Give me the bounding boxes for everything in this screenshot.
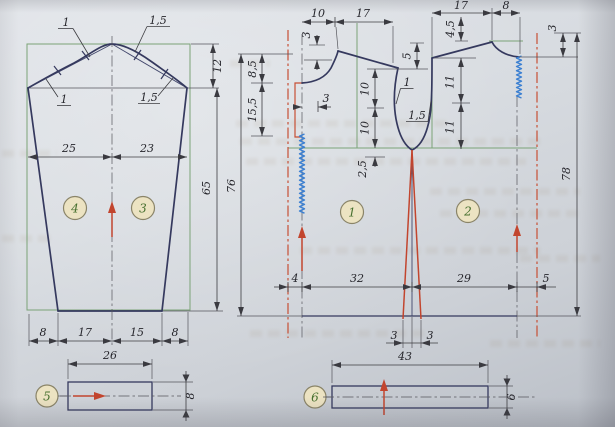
dim-label: 26	[102, 349, 117, 362]
grain-arrowhead	[94, 392, 106, 400]
dim-label: 6	[505, 394, 518, 401]
callout-label: 1,5	[149, 14, 167, 27]
dim-label: 2,5	[356, 160, 369, 179]
armhole-curve	[393, 57, 433, 151]
callout-label: 1,5	[408, 109, 426, 122]
dim-label: 4,5	[444, 20, 457, 39]
grain-arrowhead	[380, 379, 388, 391]
piece-number: 2	[463, 205, 472, 219]
dim-label: 32	[350, 272, 364, 285]
dim-label: 3	[546, 25, 559, 32]
dim-label: 15,5	[246, 98, 259, 123]
piece-badge-2	[455, 198, 481, 224]
grain-arrowhead	[513, 224, 521, 236]
dim-label: 8	[503, 0, 510, 12]
piece-badge-3	[130, 195, 156, 221]
gathering-zigzag	[298, 133, 306, 214]
dim-label: 5	[543, 272, 550, 285]
callout-label: 1	[404, 76, 411, 89]
dim-label: 25	[61, 142, 76, 155]
dim-label: 78	[560, 167, 573, 181]
dim-label: 43	[397, 350, 412, 363]
callout-label: 1,5	[140, 91, 158, 104]
sleeve-side-seam	[161, 87, 188, 312]
dim-label: 29	[456, 272, 471, 285]
dim-label: 3	[391, 329, 398, 342]
dim-label: 4	[291, 272, 299, 285]
dim-label: 5	[401, 53, 414, 60]
callout-label: 1	[63, 16, 70, 29]
dim-label: 23	[139, 142, 154, 155]
dim-label: 10	[311, 7, 325, 20]
piece-number: 5	[43, 390, 51, 404]
dim-label: 8,5	[246, 60, 259, 78]
piece-badge-1	[339, 199, 365, 225]
front-shoulder	[337, 50, 399, 69]
back-neckline	[491, 41, 520, 58]
dim-label: 17	[78, 326, 92, 339]
dim-label: 76	[225, 179, 238, 193]
grain-arrowhead	[108, 201, 116, 213]
dim-label: 11	[444, 75, 457, 89]
dim-label: 10	[359, 121, 372, 135]
dim-label: 17	[356, 7, 370, 20]
dart-leg	[411, 149, 422, 320]
dart-leg	[402, 149, 413, 320]
dim-label: 12	[211, 59, 224, 73]
dim-label: 3	[300, 32, 313, 39]
piece-number: 1	[348, 206, 356, 220]
grain-arrowhead	[298, 226, 306, 238]
bodice-pattern: 10 17 3 8,5 15,5 76 3	[225, 0, 581, 348]
piece-number: 3	[139, 202, 147, 216]
dim-label: 8	[184, 393, 197, 400]
piece-badge-4	[62, 195, 88, 221]
dim-label: 8	[172, 326, 179, 339]
dim-label: 3	[323, 92, 330, 105]
dim-label: 8	[40, 326, 47, 339]
piece-number: 4	[70, 202, 79, 216]
dim-label: 65	[200, 181, 213, 195]
dim-label: 17	[454, 0, 468, 12]
sleeve-side-seam	[27, 87, 59, 312]
callout-label: 1	[61, 93, 68, 106]
construction-frame	[26, 43, 191, 311]
sleeve-pattern: 25 23 12 65 8 17 15 8 1	[26, 14, 224, 347]
front-neckline	[301, 50, 339, 84]
dim-label: 11	[444, 120, 457, 134]
placket-mark	[294, 82, 302, 138]
piece-number: 6	[311, 391, 319, 405]
back-shoulder	[431, 41, 493, 59]
sleeve-cap-curve	[27, 43, 188, 89]
gathering-zigzag	[515, 55, 523, 99]
strip-5-pattern: 5 26 8	[35, 349, 197, 421]
dim-label: 3	[427, 329, 434, 342]
dim-label: 15	[130, 326, 144, 339]
strip-6-pattern: 6 43 6	[303, 350, 536, 419]
dim-label: 10	[359, 82, 372, 96]
